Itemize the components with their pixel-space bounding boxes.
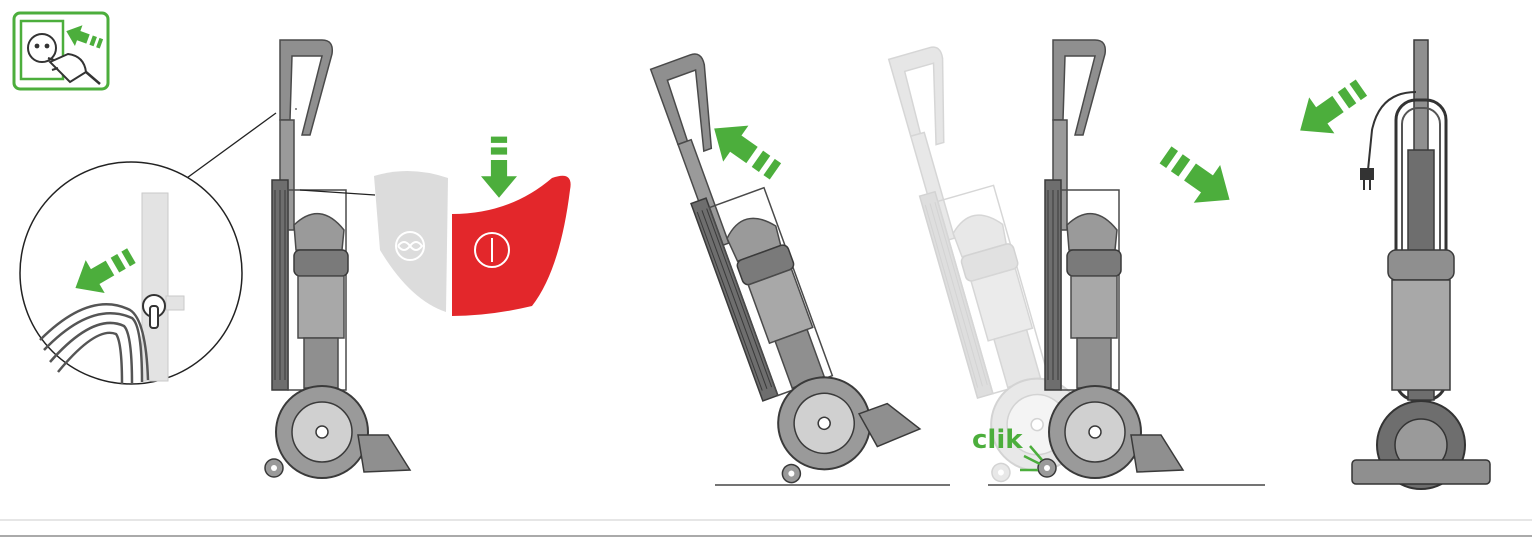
switch-callout xyxy=(374,137,571,316)
press-down-arrow-icon xyxy=(481,137,517,198)
unplug-icon xyxy=(14,13,108,89)
wrap-cord-arrow-icon xyxy=(1288,70,1375,149)
cord-hook-detail-callout xyxy=(20,113,276,384)
click-sound-label: clik xyxy=(972,425,1023,455)
push-upright-arrow-icon xyxy=(1152,136,1242,219)
brush-bar-switch xyxy=(374,171,448,312)
tilt-back-arrow-icon xyxy=(702,110,789,189)
power-button xyxy=(452,176,571,316)
vacuum-front-cord-wrapped xyxy=(1288,40,1490,489)
vacuum-return-upright: clik xyxy=(874,24,1265,485)
